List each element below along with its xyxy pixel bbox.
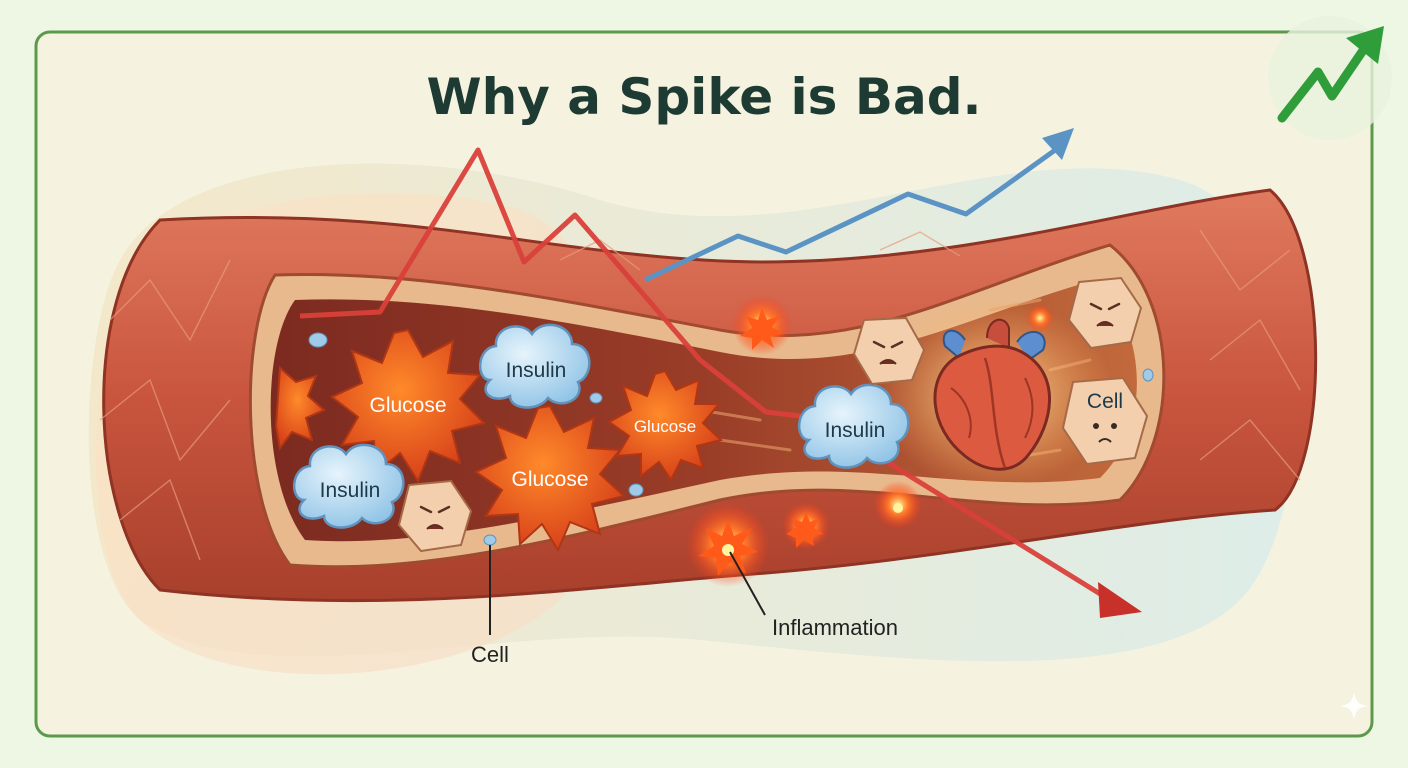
inflammation-callout-label: Inflammation bbox=[772, 615, 898, 640]
droplets bbox=[308, 332, 1154, 546]
inflammation-flare bbox=[732, 295, 792, 355]
glucose-label: Glucose bbox=[511, 468, 588, 491]
rising-trend-line bbox=[643, 128, 1074, 283]
sparkle-icon bbox=[1340, 692, 1368, 720]
insulin-molecule: Insulin bbox=[478, 323, 591, 409]
glucose-molecule: Glucose bbox=[473, 404, 627, 553]
insulin-label: Insulin bbox=[506, 359, 567, 382]
insulin-molecule: Insulin bbox=[292, 443, 405, 529]
cell-label: Cell bbox=[1087, 390, 1123, 413]
glucose-label: Glucose bbox=[369, 394, 446, 417]
glucose-molecule: Glucose bbox=[330, 328, 486, 484]
insulin-label: Insulin bbox=[825, 419, 886, 442]
cell-callout: Cell bbox=[471, 545, 509, 667]
insulin-molecule: Insulin bbox=[797, 383, 910, 469]
inflammation-flare bbox=[782, 502, 830, 550]
cell-callout-label: Cell bbox=[471, 642, 509, 667]
cell bbox=[1067, 276, 1143, 350]
cell: Cell bbox=[1061, 376, 1149, 466]
trend-arrowhead bbox=[1098, 582, 1142, 618]
glucose-label: Glucose bbox=[634, 417, 696, 436]
glucose-fragment bbox=[274, 365, 326, 451]
trend-up-icon bbox=[1268, 16, 1392, 140]
inflammation-flare bbox=[1026, 304, 1054, 332]
cell bbox=[852, 316, 926, 386]
page-title: Why a Spike is Bad. bbox=[426, 68, 981, 126]
inflammation-callout: Inflammation bbox=[729, 551, 898, 640]
inflammation-flare bbox=[874, 481, 922, 529]
inflammation-flare bbox=[686, 503, 770, 587]
insulin-label: Insulin bbox=[320, 479, 381, 502]
glucose-molecule: Glucose bbox=[607, 369, 724, 482]
cell bbox=[397, 479, 473, 553]
heart-icon bbox=[933, 318, 1051, 471]
